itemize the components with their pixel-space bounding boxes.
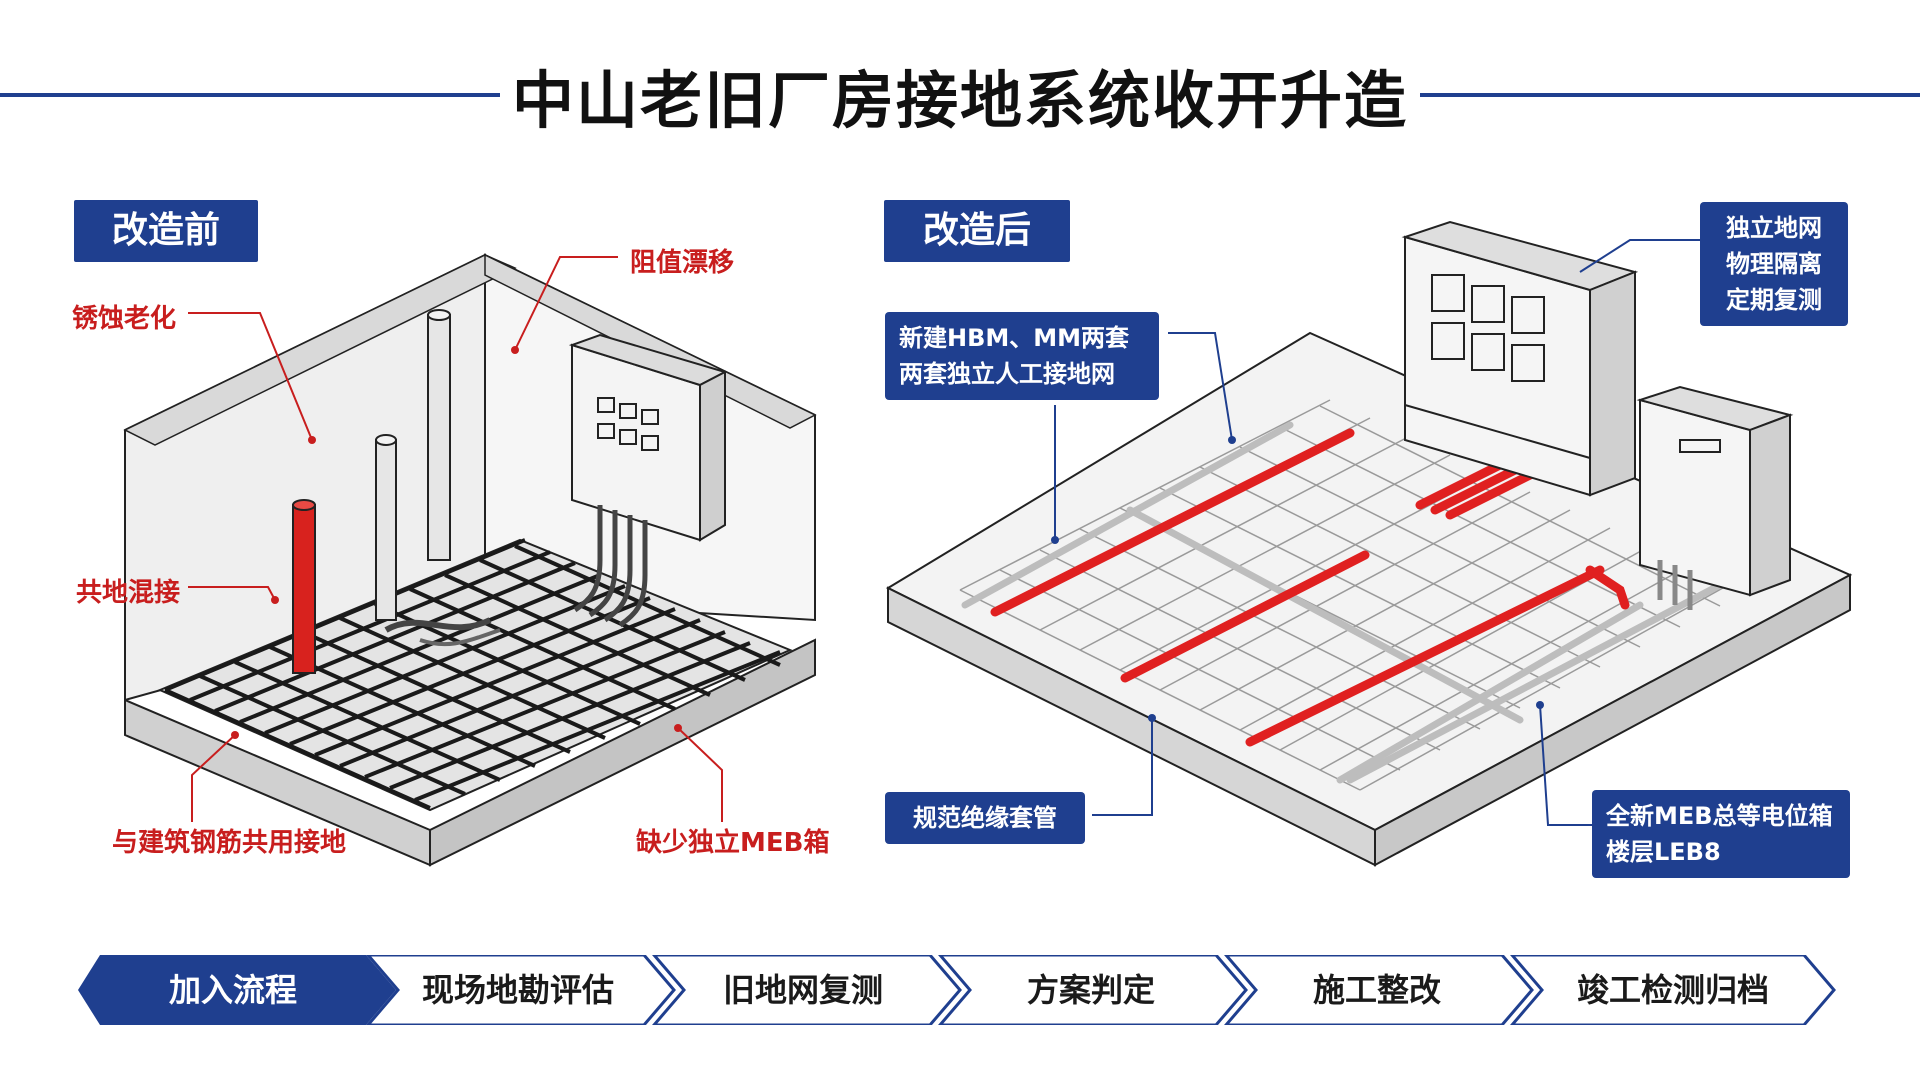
before-room bbox=[123, 253, 817, 867]
before-grounding-rods bbox=[292, 309, 501, 674]
after-meb-box bbox=[1636, 385, 1794, 610]
callout-no-meb: 缺少独立MEB箱 bbox=[636, 828, 830, 858]
flow-step-3: 旧地网复测 bbox=[722, 971, 883, 1009]
callout-isolation: 独立地网 物理隔离 定期复测 bbox=[1700, 202, 1848, 326]
flow-step-1: 加入流程 bbox=[168, 971, 297, 1009]
flow-step-4: 方案判定 bbox=[1026, 971, 1155, 1009]
after-leader-dots bbox=[1051, 436, 1544, 722]
callout-new-grid: 新建HBM、MM两套 两套独立人工接地网 bbox=[885, 312, 1159, 400]
flow-step-shape-2 bbox=[366, 955, 676, 1025]
flow-step-shape-1 bbox=[78, 955, 396, 1025]
after-slab bbox=[885, 331, 1853, 867]
process-flow: 加入流程 现场地勘评估 旧地网复测 方案判定 施工整改 竣工检测归档 bbox=[78, 955, 1838, 1025]
title-rule-right bbox=[1420, 93, 1920, 97]
after-label: 改造后 bbox=[884, 200, 1070, 262]
title-rule-left bbox=[0, 93, 500, 97]
callout-isolation-line2: 物理隔离 bbox=[1726, 250, 1822, 278]
before-leader-dots bbox=[231, 346, 682, 739]
callout-insulating-sleeve: 规范绝缘套管 bbox=[885, 792, 1085, 844]
before-rebar-mesh bbox=[164, 538, 781, 810]
flow-step-5: 施工整改 bbox=[1312, 971, 1441, 1009]
flow-step-shape-6 bbox=[1510, 955, 1836, 1025]
callout-meb-box-line1: 全新MEB总等电位箱 bbox=[1606, 802, 1833, 830]
callout-isolation-line1: 独立地网 bbox=[1726, 214, 1822, 242]
callout-insulating-sleeve-text: 规范绝缘套管 bbox=[913, 804, 1057, 832]
callout-corrosion: 锈蚀老化 bbox=[72, 304, 177, 334]
title-row: 中山老旧厂房接地系统收开升造 bbox=[0, 56, 1920, 146]
callout-shared-rebar: 与建筑钢筋共用接地 bbox=[112, 828, 347, 858]
callout-new-grid-line2: 两套独立人工接地网 bbox=[899, 360, 1115, 388]
before-leader-lines bbox=[188, 256, 723, 822]
process-flow-arrows bbox=[78, 955, 1836, 1025]
flow-step-shape-4 bbox=[938, 955, 1248, 1025]
flow-step-2: 现场地勘评估 bbox=[421, 971, 614, 1009]
flow-step-6: 竣工检测归档 bbox=[1576, 971, 1769, 1009]
after-leader-lines bbox=[1054, 239, 1700, 826]
page-title: 中山老旧厂房接地系统收开升造 bbox=[511, 64, 1408, 137]
after-main-cabinet bbox=[1401, 220, 1639, 497]
callout-resistance-drift: 阻值漂移 bbox=[630, 248, 735, 278]
callout-mixed-grounding: 共地混接 bbox=[76, 578, 181, 608]
after-grey-conduits bbox=[961, 421, 1724, 784]
callout-isolation-line3: 定期复测 bbox=[1726, 286, 1822, 314]
callout-new-grid-line1: 新建HBM、MM两套 bbox=[899, 324, 1130, 352]
flow-step-shape-5 bbox=[1224, 955, 1534, 1025]
callout-meb-box-line2: 楼层LEB8 bbox=[1606, 838, 1721, 866]
before-label: 改造前 bbox=[74, 200, 258, 262]
flow-step-shape-3 bbox=[652, 955, 962, 1025]
callout-meb-box: 全新MEB总等电位箱 楼层LEB8 bbox=[1592, 790, 1850, 878]
before-panel bbox=[568, 333, 728, 628]
